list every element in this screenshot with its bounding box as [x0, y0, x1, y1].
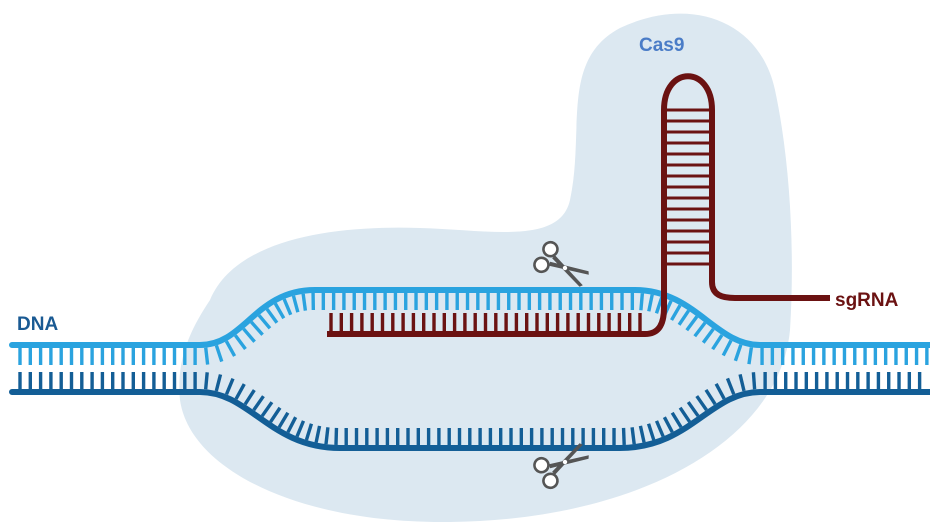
dna-bottom-base — [326, 427, 328, 444]
dna-bottom-base — [632, 427, 634, 444]
dna-bottom-base — [753, 372, 754, 389]
dna-top-base — [303, 294, 305, 311]
dna-top-base — [749, 347, 751, 364]
cas9-label: Cas9 — [639, 36, 684, 55]
dna-top-base — [206, 348, 208, 365]
dna-top-base — [641, 293, 642, 310]
dna-bottom-base — [206, 372, 208, 389]
sgrna-label: sgRNA — [835, 291, 898, 310]
dna-label: DNA — [17, 315, 58, 334]
dna-bottom-base — [624, 428, 625, 445]
